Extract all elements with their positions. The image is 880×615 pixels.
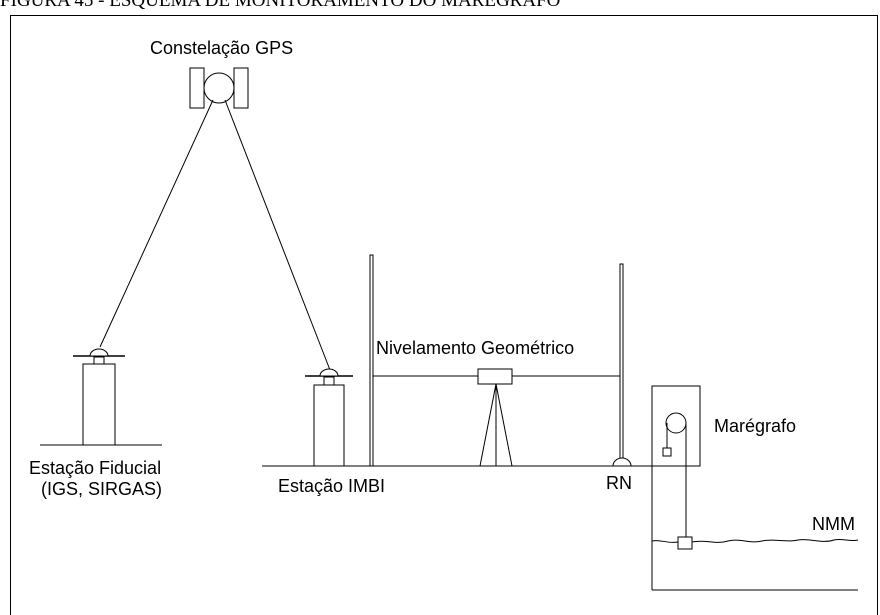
fiducial-station-icon <box>40 348 162 446</box>
figure-frame <box>10 15 878 615</box>
level-instrument-icon <box>477 368 513 467</box>
label-tide-gauge: Marégrafo <box>714 416 796 436</box>
gps-signal-line-fiducial <box>99 99 214 348</box>
gps-signal-line-imbi <box>224 99 331 371</box>
label-leveling: Nivelamento Geométrico <box>376 338 574 358</box>
label-nmm: NMM <box>812 514 855 534</box>
gps-satellite-icon <box>189 67 249 109</box>
tide-gauge-icon <box>651 385 701 550</box>
label-rn: RN <box>606 473 632 493</box>
leveling-rod-left <box>369 254 374 467</box>
imbi-station-icon <box>305 368 353 467</box>
leveling-rod-right <box>619 263 624 465</box>
water-surface-line <box>651 538 859 543</box>
figure-caption: FIGURA 45 - ESQUEMA DE MONITORAMENTO DO … <box>0 0 561 11</box>
label-constellation: Constelação GPS <box>150 38 293 58</box>
label-fiducial-station: Estação Fiducial <box>29 458 161 478</box>
benchmark-rn-icon <box>612 457 632 467</box>
label-fiducial-networks: (IGS, SIRGAS) <box>41 479 162 499</box>
tide-well <box>651 466 858 591</box>
label-imbi-station: Estação IMBI <box>278 476 385 496</box>
